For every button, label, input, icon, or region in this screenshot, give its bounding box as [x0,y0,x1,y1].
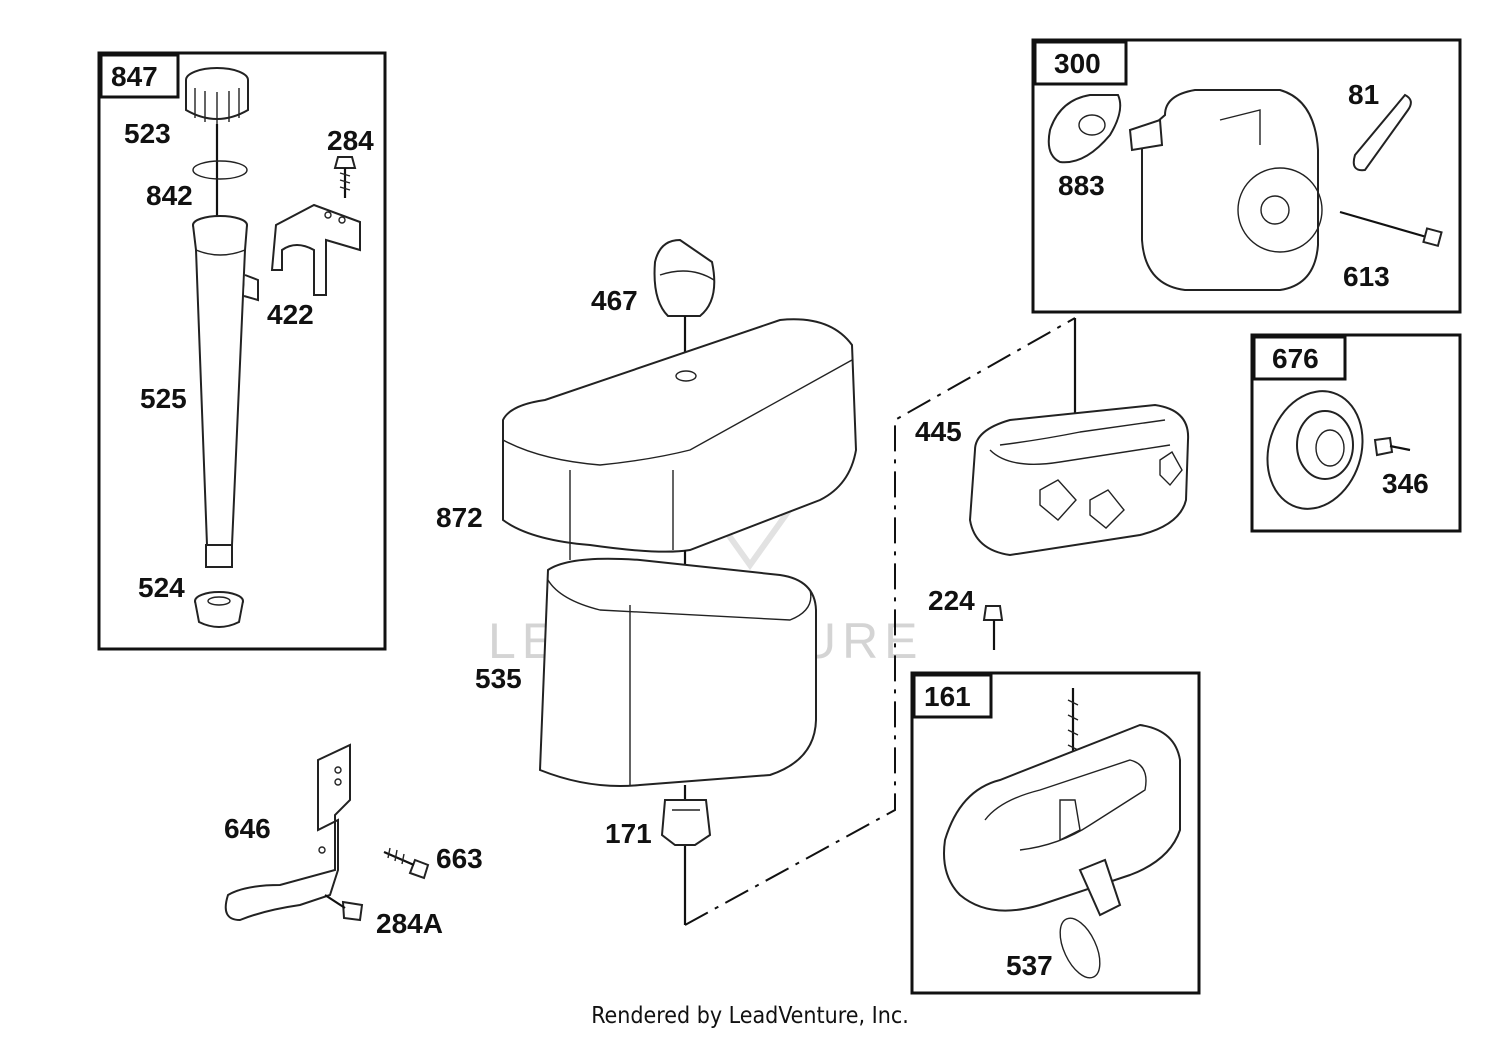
mounting-bracket-icon [224,743,351,922]
label-872: 872 [436,502,483,533]
label-171: 171 [605,818,652,849]
flange-icon [1266,390,1364,510]
label-525: 525 [140,383,187,414]
gasket-icon [1047,94,1122,164]
label-523: 523 [124,118,171,149]
box-label-847: 847 [111,61,158,92]
group-847: 847 [97,51,387,651]
clamp-icon [1352,93,1412,172]
group-161: 161 537 [910,671,1201,995]
o-ring-icon [192,160,248,180]
label-284: 284 [327,125,374,156]
bolt-icon [383,847,430,880]
air-cleaner-cover-icon [502,318,858,560]
label-535: 535 [475,663,522,694]
grommet-icon [194,591,244,628]
bracket-icon [270,203,361,296]
group-300: 300 883 81 613 [1031,38,1462,314]
screw-icon [982,605,1004,650]
label-445: 445 [915,416,962,447]
group-676: 676 346 [1250,333,1462,533]
label-467: 467 [591,285,638,316]
bracket-646-group: 646 663 284A [224,743,483,939]
nut-icon [660,799,712,846]
bolt-icon [1339,210,1443,248]
label-537: 537 [1006,950,1053,981]
air-cleaner-assembly: 467 872 535 171 [436,238,1076,926]
screw-icon [1373,436,1411,457]
label-346: 346 [1382,468,1429,499]
air-filter-group: 445 224 [915,318,1190,650]
gasket-ring-icon [1059,917,1101,979]
air-cleaner-base-icon [943,723,1181,917]
footer-credit: Rendered by LeadVenture, Inc. [591,1003,909,1029]
label-81: 81 [1348,79,1379,110]
screw-icon [324,894,364,922]
dipstick-tube-icon [192,215,259,568]
label-663: 663 [436,843,483,874]
label-842: 842 [146,180,193,211]
label-284a: 284A [376,908,443,939]
label-613: 613 [1343,261,1390,292]
box-label-300: 300 [1054,48,1101,79]
label-422: 422 [267,299,314,330]
label-224: 224 [928,585,975,616]
box-label-161: 161 [924,681,971,712]
air-filter-icon [968,403,1190,557]
box-label-676: 676 [1272,343,1319,374]
label-883: 883 [1058,170,1105,201]
pre-cleaner-icon [538,557,817,787]
label-646: 646 [224,813,271,844]
screw-icon [333,156,357,198]
muffler-icon [1128,89,1323,291]
knob-icon [653,238,716,317]
label-524: 524 [138,572,185,603]
dipstick-cap-icon [185,67,249,225]
